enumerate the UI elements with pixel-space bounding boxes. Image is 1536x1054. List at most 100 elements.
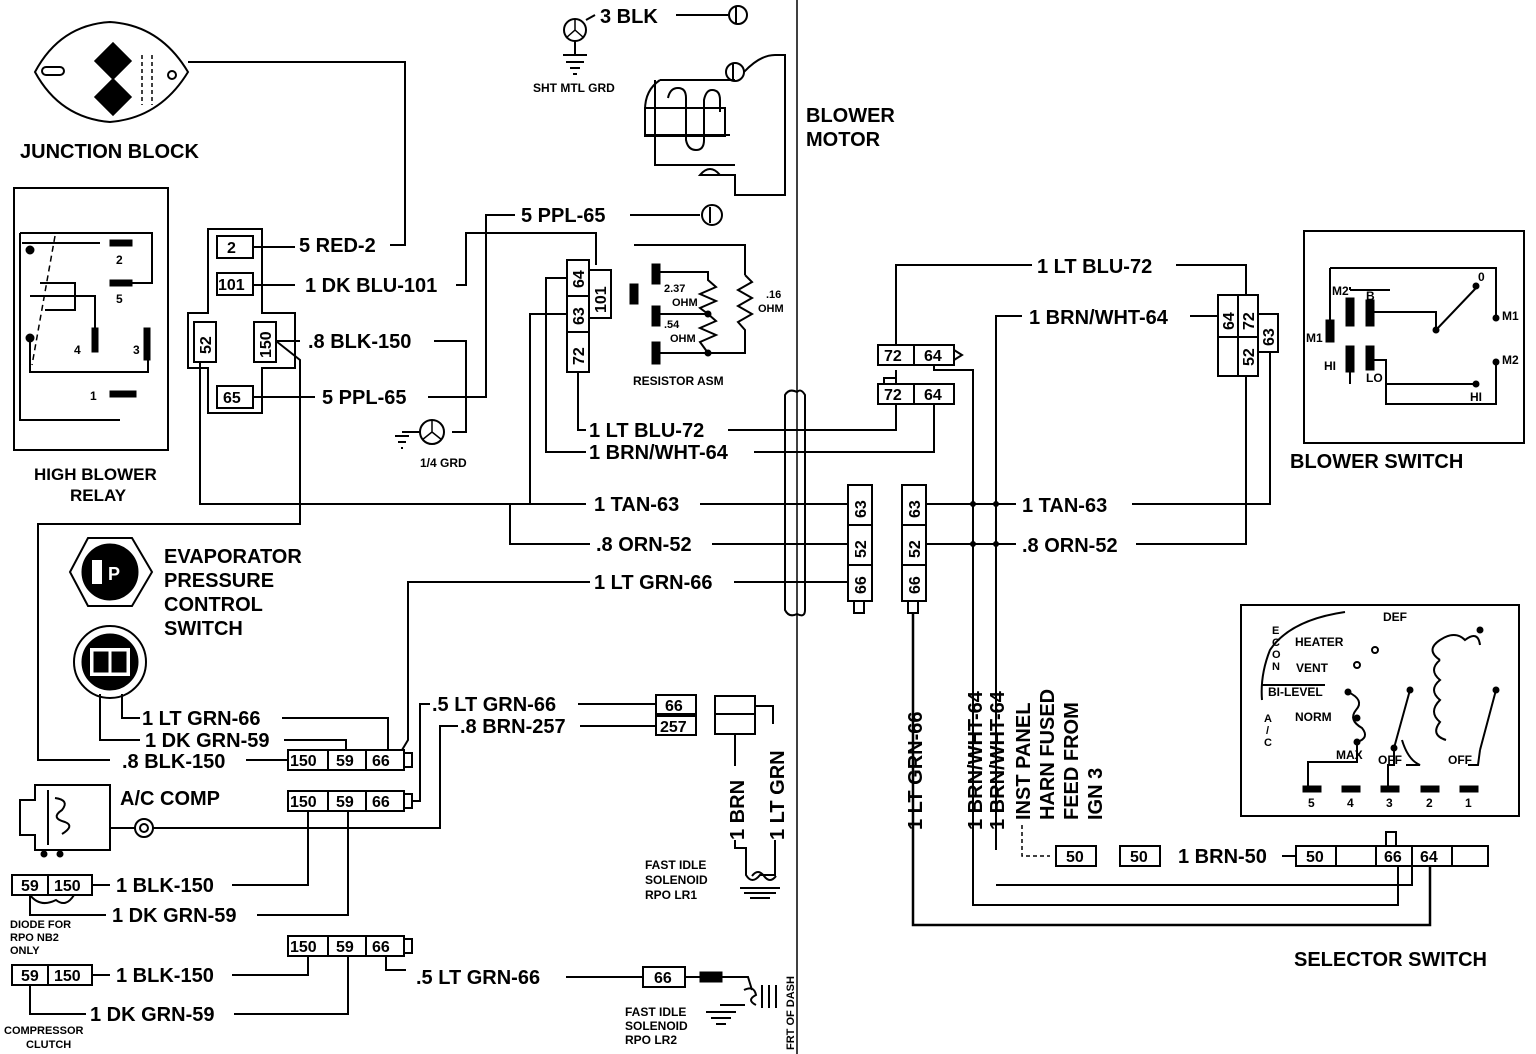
svg-text:M1: M1 <box>1502 309 1519 323</box>
svg-text:2.37: 2.37 <box>664 283 685 295</box>
svg-text:4: 4 <box>1347 796 1354 810</box>
junction-block <box>33 20 190 124</box>
svg-text:72: 72 <box>1241 312 1258 330</box>
svg-text:HARN FUSED: HARN FUSED <box>1037 689 1059 820</box>
svg-text:NORM: NORM <box>1295 710 1332 724</box>
wire-brn-wht-64-right: 1 BRN/WHT-64 <box>1029 307 1169 329</box>
wire-evap-lt-grn-66: 1 LT GRN-66 <box>142 708 261 730</box>
svg-text:2: 2 <box>116 253 123 267</box>
svg-text:1: 1 <box>1465 796 1472 810</box>
ac-compressor <box>19 784 154 858</box>
svg-text:3: 3 <box>1386 796 1393 810</box>
svg-text:59: 59 <box>21 878 39 895</box>
svg-text:5: 5 <box>116 292 123 306</box>
svg-text:66: 66 <box>372 939 390 956</box>
svg-text:OFF: OFF <box>1448 753 1472 767</box>
svg-text:/: / <box>1266 725 1269 737</box>
svg-text:50: 50 <box>1130 849 1148 866</box>
wire-lt-blu-72-center: 1 LT BLU-72 <box>589 420 704 442</box>
wire-ppl-65-low: 5 PPL-65 <box>322 387 406 409</box>
wire-red-2: 5 RED-2 <box>299 235 376 257</box>
svg-text:MAX: MAX <box>1336 748 1363 762</box>
svg-text:COMPRESSOR: COMPRESSOR <box>4 1025 84 1037</box>
jb-term-2: 2 <box>227 240 236 257</box>
svg-text:SOLENOID: SOLENOID <box>625 1019 688 1033</box>
svg-text:66: 66 <box>853 576 870 594</box>
svg-text:EVAPORATOR: EVAPORATOR <box>164 546 302 568</box>
svg-text:52: 52 <box>1241 348 1258 366</box>
svg-text:66: 66 <box>372 753 390 770</box>
svg-text:72: 72 <box>884 348 902 365</box>
svg-text:150: 150 <box>290 939 317 956</box>
dash-connector-right <box>901 484 927 614</box>
svg-text:P: P <box>108 564 120 584</box>
svg-text:INST PANEL: INST PANEL <box>1013 703 1035 820</box>
relay-internals: 2 5 4 3 1 <box>19 232 153 421</box>
wire-vert-brn-wht-64-a: 1 BRN/WHT-64 <box>965 690 987 830</box>
front-of-dash-label: FRT OF DASH <box>785 976 797 1050</box>
wire-clutch-blk-150: 1 BLK-150 <box>116 965 214 987</box>
svg-text:C: C <box>1264 737 1272 749</box>
resistor-asm <box>629 244 755 365</box>
quarter-ground-label: 1/4 GRD <box>420 456 467 470</box>
svg-text:PRESSURE: PRESSURE <box>164 570 274 592</box>
svg-text:M2: M2 <box>1502 353 1519 367</box>
svg-text:64: 64 <box>1221 312 1238 330</box>
blower-switch <box>1303 230 1525 444</box>
svg-text:72: 72 <box>884 387 902 404</box>
svg-text:2: 2 <box>1426 796 1433 810</box>
jb-term-65: 65 <box>223 390 241 407</box>
blower-motor-label-2: MOTOR <box>806 129 881 151</box>
ac-comp-label: A/C COMP <box>120 788 220 810</box>
svg-text:RPO LR2: RPO LR2 <box>625 1033 677 1047</box>
svg-text:150: 150 <box>290 753 317 770</box>
wire-evap-dk-grn-59: 1 DK GRN-59 <box>145 730 269 752</box>
dash-grommet <box>784 389 806 617</box>
svg-text:M2: M2 <box>1332 284 1349 298</box>
svg-text:FAST IDLE: FAST IDLE <box>625 1005 686 1019</box>
blower-motor <box>644 54 786 196</box>
fast-idle-solenoid-lr1 <box>714 695 780 899</box>
svg-text:VENT: VENT <box>1296 661 1329 675</box>
svg-text:66: 66 <box>665 698 683 715</box>
wire-lt-grn-66-upper: .5 LT GRN-66 <box>432 694 556 716</box>
svg-text:64: 64 <box>924 348 942 365</box>
wire-lt-grn-66-center: 1 LT GRN-66 <box>594 572 713 594</box>
wire-diode-blk-150: 1 BLK-150 <box>116 875 214 897</box>
selector-switch-internals <box>1260 611 1500 793</box>
svg-text:.16: .16 <box>766 289 781 301</box>
blower-switch-label: BLOWER SWITCH <box>1290 451 1463 473</box>
svg-text:CLUTCH: CLUTCH <box>26 1039 71 1051</box>
svg-text:SWITCH: SWITCH <box>164 618 243 640</box>
svg-text:64: 64 <box>924 387 942 404</box>
svg-text:OFF: OFF <box>1378 753 1402 767</box>
wire-lt-blu-72-right: 1 LT BLU-72 <box>1037 256 1152 278</box>
svg-text:72: 72 <box>571 347 588 365</box>
svg-text:59: 59 <box>336 794 354 811</box>
quarter-ground <box>395 419 445 449</box>
ppl-65-terminal <box>701 204 723 226</box>
svg-text:LO: LO <box>1366 371 1383 385</box>
svg-text:63: 63 <box>1261 328 1278 346</box>
pair-connector-bottom <box>877 377 955 405</box>
blower-switch-connector <box>1217 294 1279 377</box>
svg-text:FAST IDLE: FAST IDLE <box>645 858 706 872</box>
junction-block-label: JUNCTION BLOCK <box>20 141 199 163</box>
svg-text:59: 59 <box>336 753 354 770</box>
svg-text:C: C <box>1272 637 1280 649</box>
connector-150-59-66-c <box>287 935 413 957</box>
svg-text:1: 1 <box>90 389 97 403</box>
svg-text:M1: M1 <box>1306 331 1323 345</box>
wire-evap-blk-150: .8 BLK-150 <box>122 751 225 773</box>
svg-text:DIODE FOR: DIODE FOR <box>10 919 71 931</box>
wire-brn-257: .8 BRN-257 <box>460 716 566 738</box>
svg-text:150: 150 <box>54 878 81 895</box>
wire-lr1-lt-grn: 1 LT GRN <box>767 750 789 840</box>
svg-text:50: 50 <box>1066 849 1084 866</box>
jb-term-150: 150 <box>258 331 275 358</box>
svg-text:BI-LEVEL: BI-LEVEL <box>1268 685 1323 699</box>
sheet-metal-ground <box>563 14 596 75</box>
pair-connector-top <box>877 344 964 366</box>
fuse-50-a <box>1055 845 1097 867</box>
